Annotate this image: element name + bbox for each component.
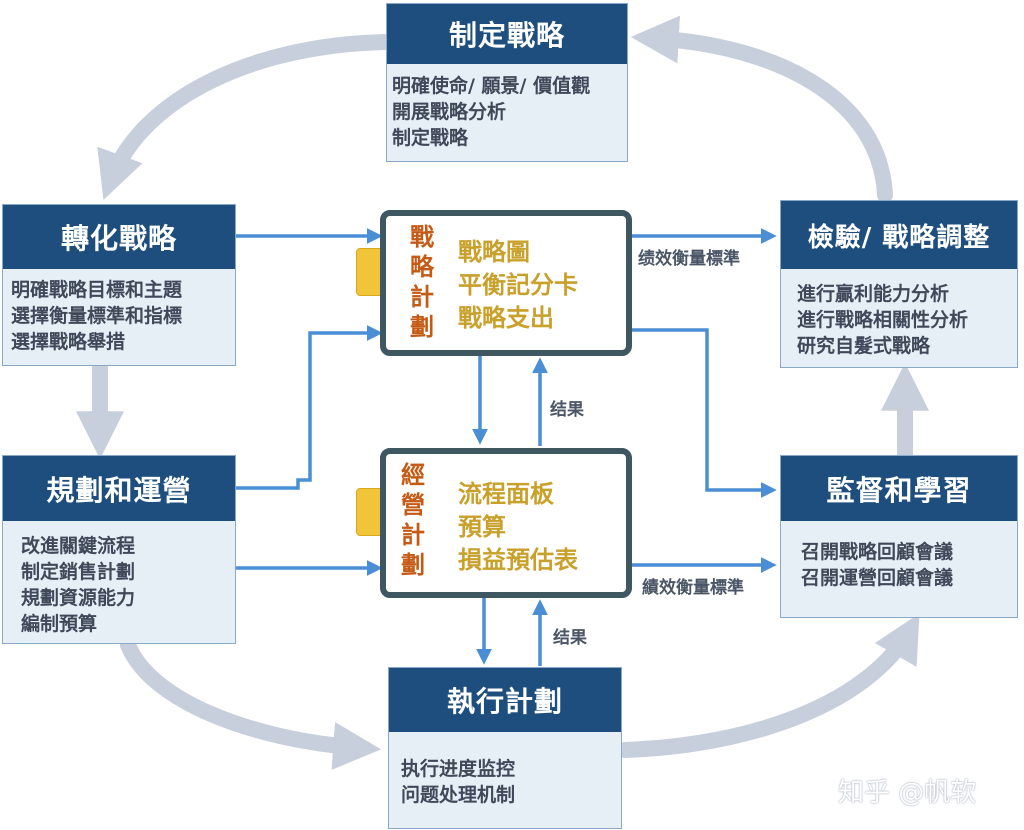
arrow-plan-to-strategy [236, 325, 383, 490]
box-line: 選擇戰略舉措 [11, 331, 126, 353]
box-line: 问题处理机制 [401, 784, 516, 806]
label-result-top: 结果 [550, 400, 584, 420]
board-item: 預算 [458, 513, 506, 541]
box-body: 改進關鍵流程 制定銷售計劃 規劃資源能力 編制預算 [3, 521, 235, 643]
box-line: 規劃資源能力 [21, 587, 136, 609]
box-line: 進行贏利能力分析 [797, 283, 950, 305]
box-translate-strategy: 轉化戰略 明確戰略目標和主題 選擇衡量標準和指標 選擇戰略舉措 [2, 204, 236, 366]
box-title: 執行計劃 [389, 668, 621, 732]
cycle-arrow-to-translate [97, 34, 393, 201]
title-char: 計 [410, 283, 434, 311]
cycle-arrow-to-execute [120, 637, 382, 770]
box-body: 明確使命/ 願景/ 價值觀 開展戰略分析 制定戰略 [387, 64, 627, 161]
title-char: 計 [401, 521, 425, 549]
box-line: 研究自髮式戰略 [797, 335, 931, 357]
box-line: 执行进度监控 [401, 758, 516, 780]
board-strategy-plan [380, 210, 632, 356]
cycle-arrow-to-monitor [617, 613, 920, 758]
box-line: 編制預算 [21, 613, 98, 635]
box-body: 明確戰略目標和主題 選擇衡量標準和指標 選擇戰略舉措 [3, 269, 235, 365]
box-monitor-learn: 監督和學習 召開戰略回顧會議 召開運營回顧會議 [780, 455, 1018, 618]
box-body: 执行进度监控 问题处理机制 [389, 732, 621, 828]
box-plan-operations: 規劃和運營 改進關鍵流程 制定銷售計劃 規劃資源能力 編制預算 [2, 455, 236, 644]
box-title: 規劃和運營 [3, 456, 235, 521]
cycle-arrow-to-formulate [630, 15, 893, 203]
box-formulate-strategy: 制定戰略 明確使命/ 願景/ 價值觀 開展戰略分析 制定戰略 [386, 3, 628, 162]
title-char: 劃 [410, 313, 434, 341]
title-char: 劃 [401, 551, 425, 579]
box-line: 召開運營回顧會議 [801, 567, 954, 589]
box-line: 開展戰略分析 [392, 101, 507, 123]
box-line: 明確使命/ 願景/ 價值觀 [392, 75, 591, 97]
box-line: 召開戰略回顧會議 [801, 541, 954, 563]
title-char: 經 [401, 461, 425, 489]
board-item: 戰略圖 [458, 238, 530, 266]
box-title: 轉化戰略 [3, 205, 235, 269]
box-line: 選擇衡量標準和指標 [11, 305, 183, 327]
box-body: 召開戰略回顧會議 召開運營回顧會議 [781, 521, 1017, 617]
arrow-strategy-to-monitor [632, 328, 777, 498]
board-operating-plan [380, 448, 632, 598]
box-line: 制定戰略 [392, 127, 469, 149]
board-operating-title: 經 營 計 劃 [399, 460, 427, 580]
title-char: 戰 [410, 223, 434, 251]
title-char: 營 [401, 491, 425, 519]
box-line: 制定銷售計劃 [21, 561, 136, 583]
title-char: 略 [410, 253, 434, 281]
box-body: 進行贏利能力分析 進行戰略相關性分析 研究自髮式戰略 [781, 269, 1017, 367]
board-item: 平衡記分卡 [458, 271, 578, 299]
label-metrics-top: 绩效衡量標準 [638, 249, 740, 269]
box-test-adapt: 檢驗/ 戰略調整 進行贏利能力分析 進行戰略相關性分析 研究自髮式戰略 [780, 200, 1018, 368]
box-title: 制定戰略 [387, 4, 627, 64]
label-metrics-bottom: 績效衡量標準 [642, 578, 744, 598]
box-title: 監督和學習 [781, 456, 1017, 521]
box-line: 改進關鍵流程 [21, 535, 136, 557]
box-line: 明確戰略目標和主題 [11, 279, 183, 301]
label-result-bottom: 结果 [553, 628, 587, 648]
board-operating-items: 流程面板 預算 損益預估表 [458, 478, 578, 577]
box-title: 檢驗/ 戰略調整 [781, 201, 1017, 269]
board-item: 損益預估表 [458, 546, 578, 574]
box-execute-plan: 執行計劃 执行进度监控 问题处理机制 [388, 667, 622, 829]
board-item: 戰略支出 [458, 304, 554, 332]
board-item: 流程面板 [458, 480, 554, 508]
box-line: 進行戰略相關性分析 [797, 309, 969, 331]
watermark: 知乎 @帆软 [838, 778, 977, 808]
board-strategy-title: 戰 略 計 劃 [408, 222, 436, 342]
board-strategy-items: 戰略圖 平衡記分卡 戰略支出 [458, 236, 578, 335]
